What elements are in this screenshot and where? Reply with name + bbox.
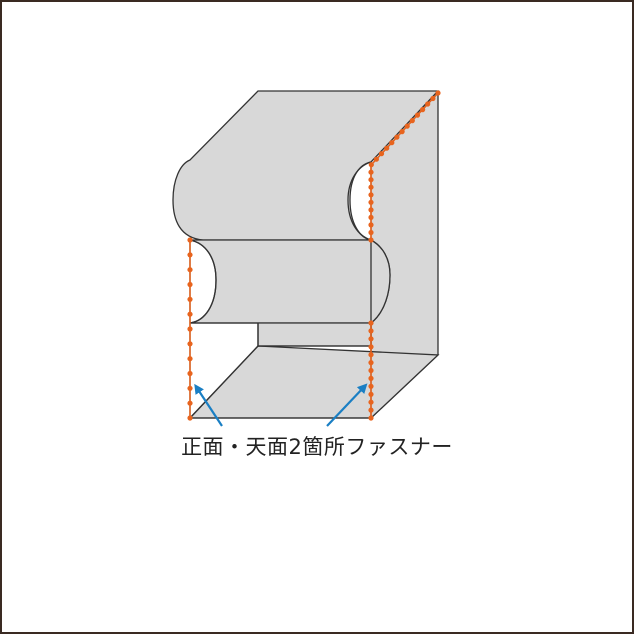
top-right-zipper-dot bbox=[368, 184, 374, 190]
zipper-dots bbox=[187, 90, 441, 421]
cover-interior-floor bbox=[188, 345, 440, 419]
top-right-zipper-dot bbox=[368, 214, 374, 220]
front-right-zipper-dot bbox=[368, 352, 374, 358]
front-right-zipper-dot bbox=[368, 360, 374, 366]
top-right-zipper-dot bbox=[394, 134, 400, 140]
front-left-zipper-dot bbox=[187, 252, 193, 258]
front-left-zipper-dot bbox=[187, 341, 193, 347]
top-right-zipper-dot bbox=[389, 140, 395, 146]
front-left-zipper-dot bbox=[187, 415, 193, 421]
top-right-zipper-dot bbox=[414, 112, 421, 118]
front-right-zipper-dot bbox=[368, 375, 374, 381]
top-right-zipper-dot bbox=[368, 169, 374, 175]
front-left-zipper-dot bbox=[187, 267, 193, 273]
right-arrow bbox=[326, 383, 368, 427]
front-right-zipper-dot bbox=[368, 383, 374, 389]
top-right-zipper-dot bbox=[373, 156, 379, 162]
front-left-zipper-dot bbox=[187, 400, 193, 406]
top-right-zipper-dot bbox=[368, 192, 374, 198]
front-right-zipper-dot bbox=[368, 391, 374, 397]
top-right-zipper-dot bbox=[420, 107, 426, 113]
front-right-zipper-dot bbox=[368, 399, 374, 405]
top-right-zipper-dot bbox=[378, 151, 385, 157]
front-left-zipper-dot bbox=[187, 370, 193, 377]
top-right-zipper-dot bbox=[368, 162, 374, 168]
top-right-zipper-dot bbox=[425, 101, 431, 107]
front-right-zipper-dot bbox=[368, 344, 374, 350]
front-right-zipper-dot bbox=[368, 328, 374, 334]
front-right-zipper-dot bbox=[368, 336, 374, 342]
front-left-zipper-dot bbox=[187, 281, 193, 288]
top-right-zipper-dot bbox=[368, 237, 374, 243]
caption-text: 正面・天面2箇所ファスナー bbox=[181, 435, 453, 459]
top-right-zipper-dot bbox=[368, 229, 374, 236]
top-right-zipper-dot bbox=[399, 129, 405, 135]
top-right-zipper-dot bbox=[384, 145, 390, 151]
front-right-zipper-dot bbox=[368, 407, 374, 413]
top-right-zipper-dot bbox=[404, 123, 410, 129]
front-left-zipper-dot bbox=[187, 237, 193, 243]
left-arm-curve bbox=[189, 239, 217, 324]
top-right-zipper-dot bbox=[430, 95, 436, 102]
top-right-zipper-dot bbox=[368, 199, 374, 205]
front-left-zipper-dot bbox=[187, 326, 193, 332]
left-arrow bbox=[194, 383, 223, 427]
front-left-zipper-dot bbox=[187, 296, 193, 302]
cover-interior-back bbox=[190, 322, 372, 347]
top-right-zipper-dot bbox=[435, 90, 441, 96]
top-right-zipper-dot bbox=[409, 118, 415, 124]
front-left-zipper-dot bbox=[187, 356, 193, 362]
front-right-zipper-dot bbox=[368, 320, 374, 326]
cover-front-panel bbox=[189, 239, 391, 324]
front-left-zipper-dot bbox=[187, 311, 193, 317]
front-right-zipper-dot bbox=[368, 415, 374, 421]
front-right-zipper-dot bbox=[368, 367, 374, 374]
top-right-zipper-dot bbox=[368, 207, 374, 213]
top-right-zipper-dot bbox=[368, 177, 374, 183]
top-right-zipper-dot bbox=[368, 222, 374, 228]
interior-left-edge bbox=[189, 345, 259, 419]
right-arm-curve bbox=[347, 161, 372, 241]
front-left-zipper-dot bbox=[187, 385, 193, 391]
